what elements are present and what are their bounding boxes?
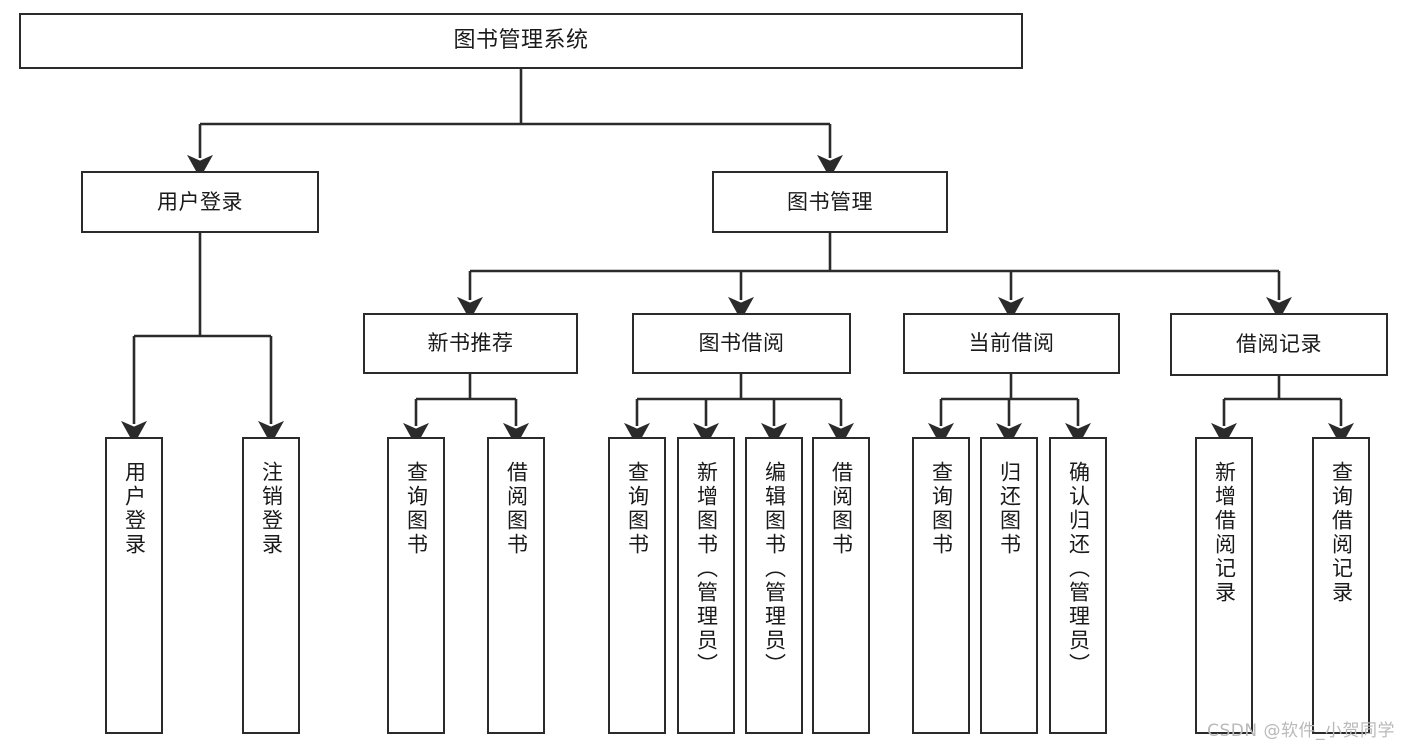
leaf-return-book[interactable]: 归还图书 (980, 437, 1038, 734)
leaf-add-book[interactable]: 新增图书（管理员） (677, 437, 735, 734)
node-label: 查询借阅记录 (1329, 461, 1354, 605)
node-label: 用户登录 (122, 461, 147, 557)
node-label: 归还图书 (997, 461, 1022, 557)
node-label: 查询图书 (404, 461, 429, 557)
leaf-query-book-borrow[interactable]: 查询图书 (608, 437, 666, 734)
node-label: 确认归还（管理员） (1066, 461, 1091, 677)
node-user-login[interactable]: 用户登录 (81, 171, 319, 233)
node-label: 注销登录 (259, 461, 284, 557)
leaf-query-book-current[interactable]: 查询图书 (912, 437, 970, 734)
leaf-borrow-book[interactable]: 借阅图书 (812, 437, 870, 734)
leaf-borrow-book-recommend[interactable]: 借阅图书 (487, 437, 545, 734)
node-label: 查询图书 (929, 461, 954, 557)
node-label: 当前借阅 (968, 331, 1055, 356)
node-label: 查询图书 (625, 461, 650, 557)
node-borrow-record[interactable]: 借阅记录 (1170, 313, 1388, 376)
leaf-user-login[interactable]: 用户登录 (105, 437, 163, 734)
node-label: 图书管理 (787, 189, 873, 214)
leaf-confirm-return[interactable]: 确认归还（管理员） (1049, 437, 1107, 734)
node-root-system[interactable]: 图书管理系统 (19, 13, 1023, 69)
node-current-borrow[interactable]: 当前借阅 (903, 313, 1120, 374)
node-book-manage[interactable]: 图书管理 (712, 171, 948, 233)
node-label: 新增图书（管理员） (694, 461, 719, 677)
node-label: 编辑图书（管理员） (762, 461, 787, 677)
leaf-add-borrow-record[interactable]: 新增借阅记录 (1195, 437, 1253, 734)
node-book-borrow[interactable]: 图书借阅 (632, 313, 851, 374)
node-label: 借阅图书 (829, 461, 854, 557)
csdn-watermark: CSDN @软件_小贺同学 (1207, 721, 1395, 741)
leaf-edit-book[interactable]: 编辑图书（管理员） (745, 437, 803, 734)
leaf-user-logout[interactable]: 注销登录 (242, 437, 300, 734)
leaf-query-book-recommend[interactable]: 查询图书 (387, 437, 445, 734)
node-label: 图书借阅 (698, 331, 785, 356)
leaf-query-borrow-record[interactable]: 查询借阅记录 (1312, 437, 1370, 734)
node-label: 新书推荐 (427, 331, 514, 356)
node-label: 图书管理系统 (453, 28, 589, 54)
node-label: 借阅图书 (504, 461, 529, 557)
node-label: 新增借阅记录 (1212, 461, 1237, 605)
node-new-book-recommend[interactable]: 新书推荐 (363, 313, 578, 374)
node-label: 用户登录 (157, 189, 243, 214)
node-label: 借阅记录 (1236, 332, 1322, 357)
